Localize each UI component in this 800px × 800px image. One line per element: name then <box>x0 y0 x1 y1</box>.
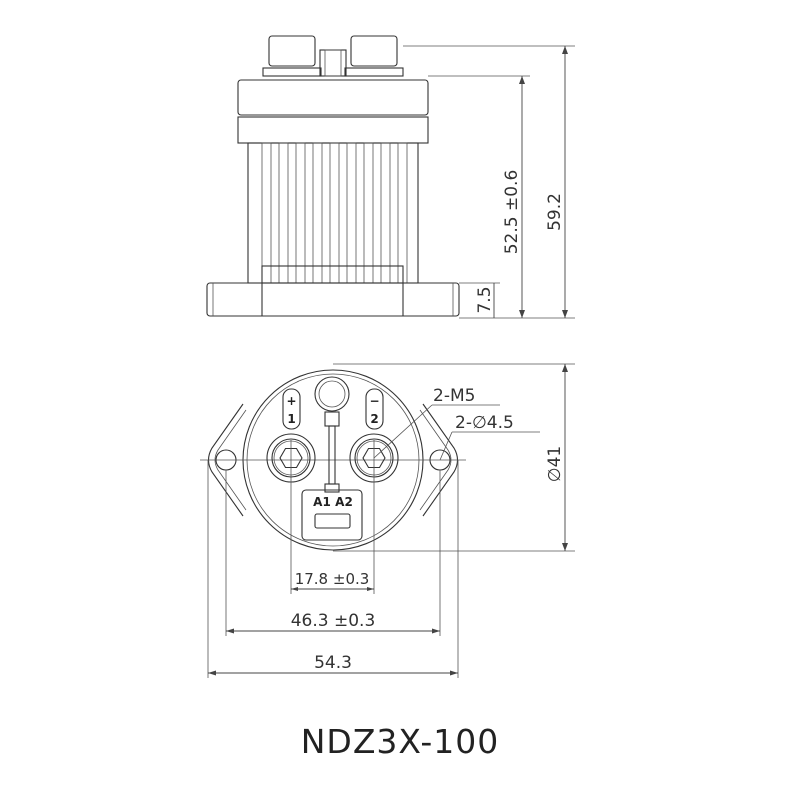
bottom-view-callouts: 2-M5 2-∅4.5 <box>373 386 540 461</box>
terminal-negative: − 2 <box>349 388 399 483</box>
dim-overall-height: 59.2 <box>545 193 565 231</box>
cooling-fins <box>261 142 408 284</box>
bottom-view: + 1 − 2 A1 A2 <box>200 369 466 551</box>
coil-a2-label: A2 <box>335 495 353 509</box>
coil-connector: A1 A2 <box>301 376 363 541</box>
side-view-dimensions: 59.2 52.5 ±0.6 7.5 <box>403 45 575 319</box>
model-title: NDZ3X-100 <box>300 722 500 761</box>
dim-overall-width: 54.3 <box>314 653 352 673</box>
coil-a1-label: A1 <box>313 495 331 509</box>
positive-number: 1 <box>287 412 295 426</box>
callout-mount-hole: 2-∅4.5 <box>455 413 514 433</box>
terminal-positive: + 1 <box>266 388 316 483</box>
callout-thread: 2-M5 <box>433 386 475 406</box>
negative-number: 2 <box>370 412 378 426</box>
bottom-view-dimensions: ∅41 17.8 ±0.3 46.3 ±0.3 54.3 <box>207 363 575 678</box>
positive-symbol: + <box>286 394 296 408</box>
dim-mount-hole-spacing: 46.3 ±0.3 <box>291 611 376 631</box>
side-view <box>206 35 460 317</box>
dim-diameter: ∅41 <box>545 446 565 482</box>
dim-flange-height: 7.5 <box>475 286 495 313</box>
negative-symbol: − <box>369 394 379 408</box>
dim-terminal-spacing: 17.8 ±0.3 <box>295 570 370 588</box>
dim-body-height: 52.5 ±0.6 <box>502 170 522 255</box>
